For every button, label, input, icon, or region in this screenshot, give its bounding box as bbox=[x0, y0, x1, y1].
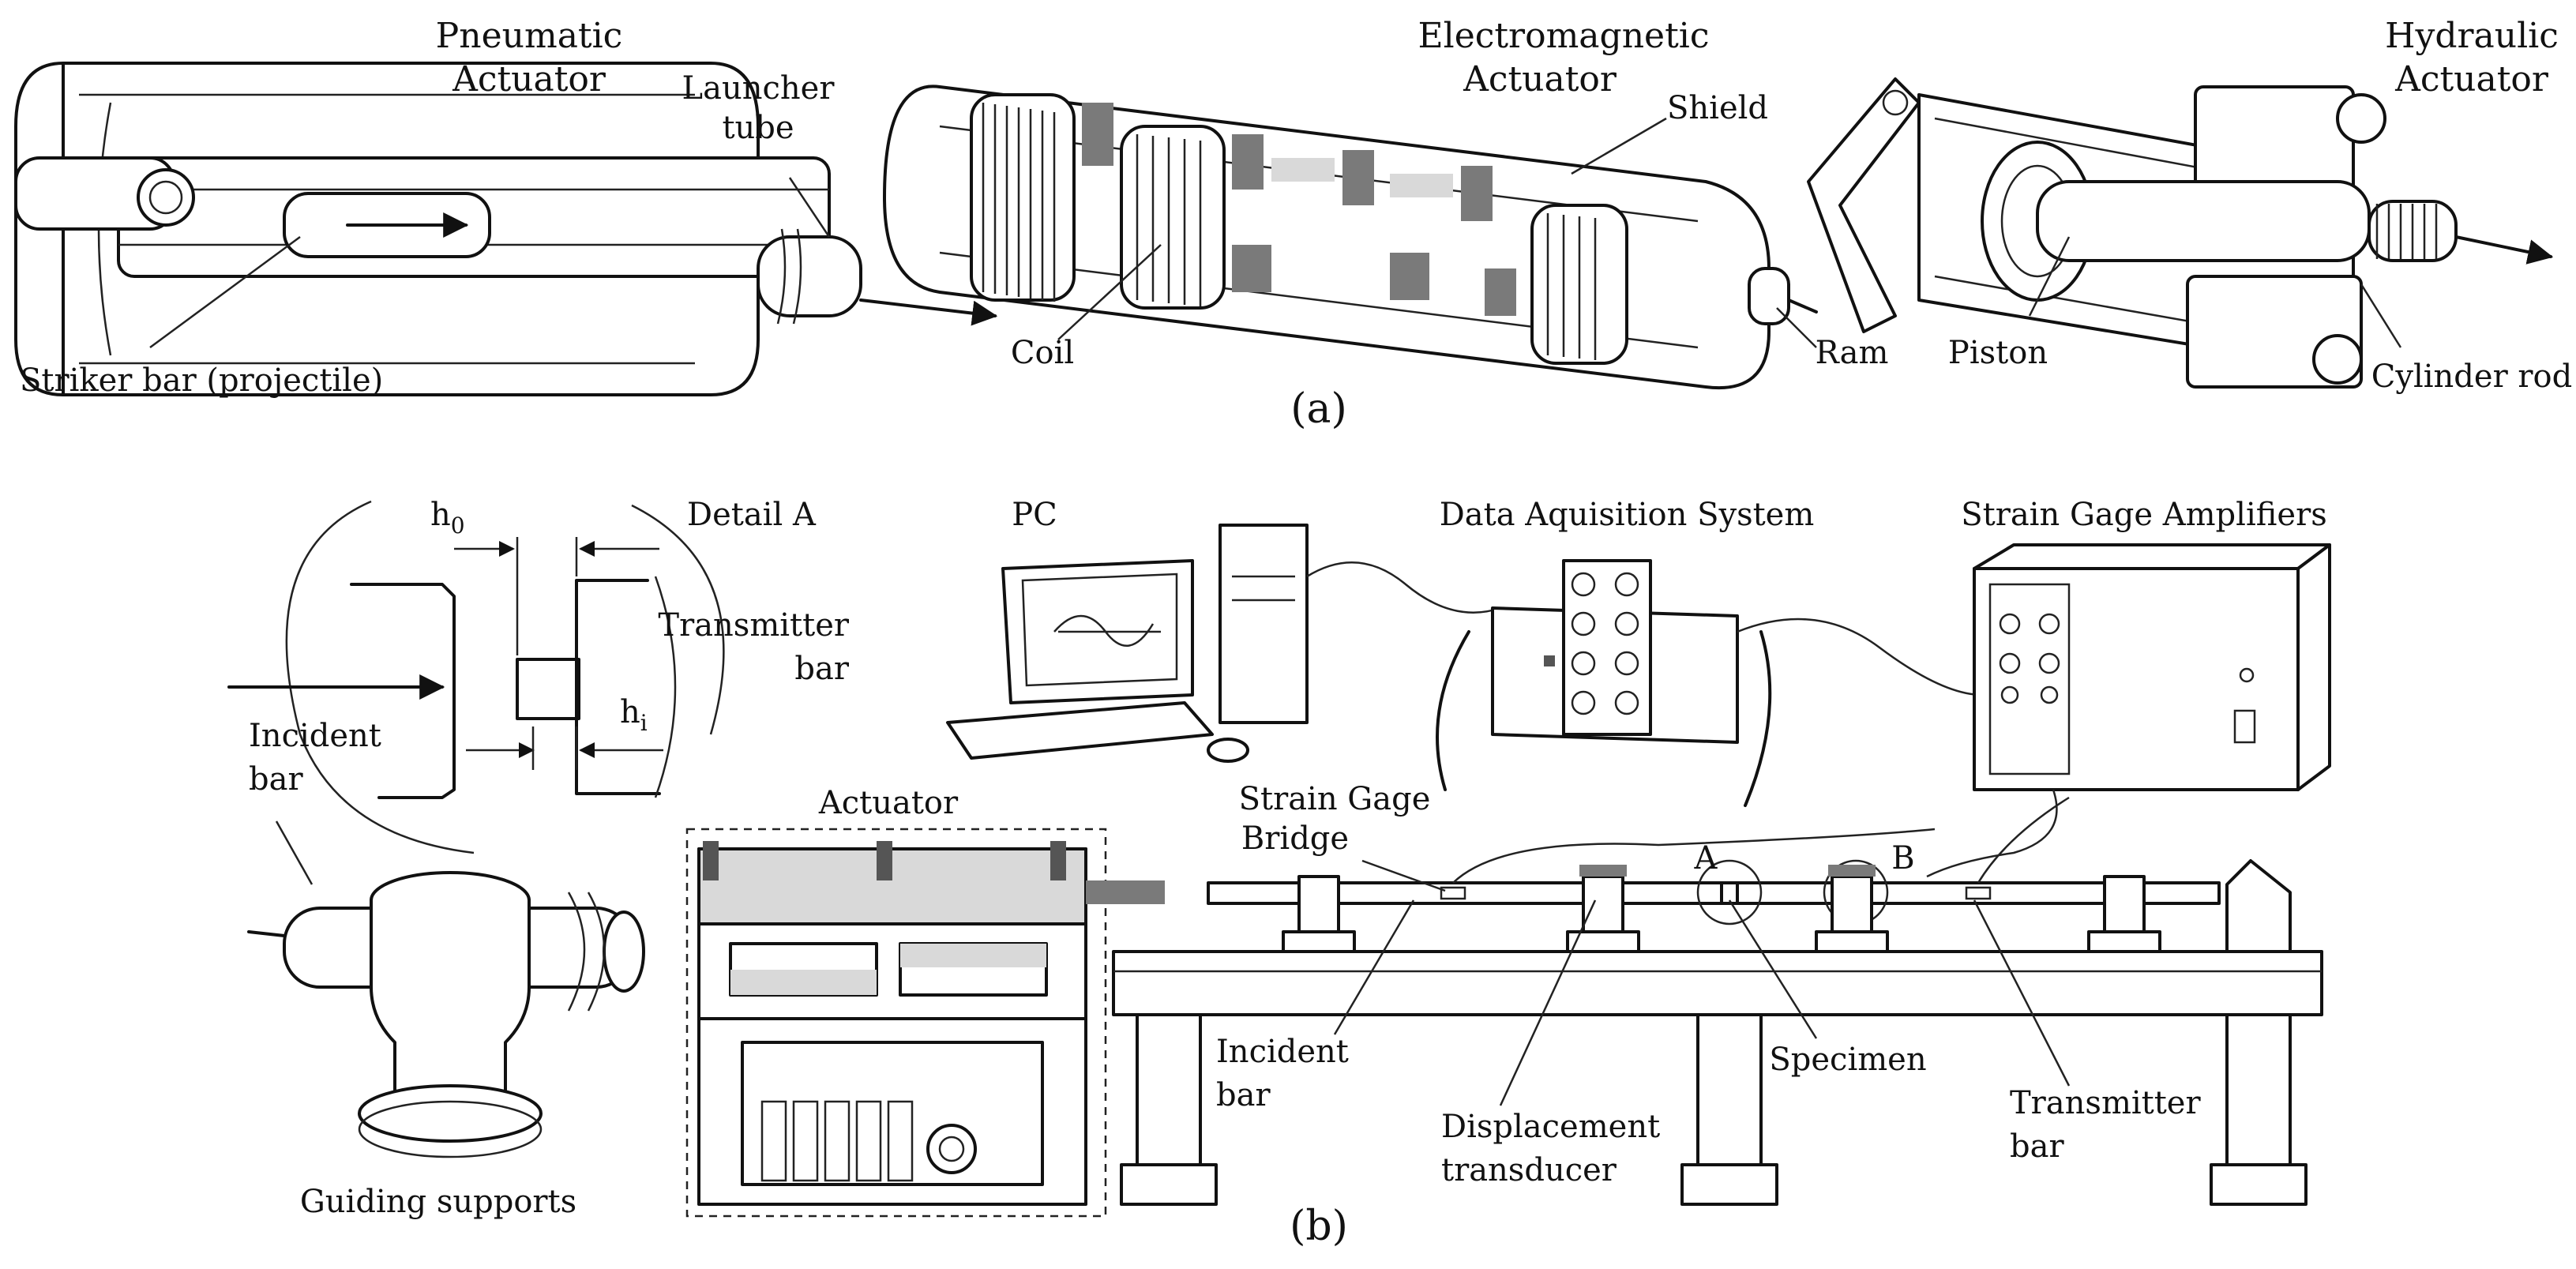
amplifiers-label: Strain Gage Amplifiers bbox=[1961, 497, 2327, 533]
hydraulic-title-line2: Actuator bbox=[2394, 59, 2549, 99]
caption-b: (b) bbox=[1290, 1203, 1348, 1250]
detail-incident-line1: Incident bbox=[249, 718, 381, 754]
strain-gage-bridge-line2: Bridge bbox=[1241, 820, 1349, 857]
cylinder-rod-label: Cylinder rod bbox=[2371, 359, 2572, 395]
pneumatic-title-line1: Pneumatic bbox=[436, 16, 623, 56]
piston-label: Piston bbox=[1948, 335, 2048, 371]
specimen-label: Specimen bbox=[1769, 1042, 1926, 1078]
electromagnetic-title-line2: Actuator bbox=[1463, 59, 1617, 99]
amplifiers-drawing bbox=[1926, 543, 2331, 878]
detail-transmitter-line1: Transmitter bbox=[658, 607, 849, 644]
pc-label: PC bbox=[1012, 497, 1057, 533]
h0-label: h0 bbox=[430, 497, 465, 539]
pc-drawing bbox=[946, 524, 1501, 763]
electromagnetic-actuator-drawing bbox=[883, 84, 1818, 390]
hydraulic-actuator-drawing bbox=[1807, 77, 2554, 389]
mark-a-label: A bbox=[1694, 840, 1718, 877]
actuator-label: Actuator bbox=[818, 785, 959, 821]
bench-incident-line1: Incident bbox=[1216, 1034, 1349, 1070]
test-bench-drawing bbox=[1112, 796, 2323, 1206]
displacement-transducer-line1: Displacement bbox=[1441, 1109, 1660, 1145]
detail-a-drawing bbox=[227, 500, 725, 854]
actuator-drawing bbox=[685, 828, 1165, 1218]
pneumatic-title-line2: Actuator bbox=[452, 59, 606, 99]
guiding-supports-label: Guiding supports bbox=[300, 1184, 576, 1220]
detail-transmitter-line2: bar bbox=[794, 651, 849, 687]
daq-drawing bbox=[1436, 559, 1983, 807]
displacement-transducer-line2: transducer bbox=[1441, 1152, 1617, 1188]
caption-a: (a) bbox=[1290, 385, 1347, 433]
hydraulic-title-line1: Hydraulic bbox=[2385, 16, 2559, 56]
guiding-support-drawing bbox=[247, 820, 645, 1158]
launcher-tube-label-line1: Launcher bbox=[682, 70, 836, 107]
mark-b-label: B bbox=[1891, 840, 1914, 877]
detail-a-title: Detail A bbox=[687, 497, 817, 533]
bench-transmitter-line2: bar bbox=[2010, 1128, 2064, 1165]
shield-label: Shield bbox=[1667, 90, 1768, 126]
launcher-tube-label-line2: tube bbox=[722, 110, 794, 146]
bench-incident-line2: bar bbox=[1216, 1077, 1271, 1113]
electromagnetic-title-line1: Electromagnetic bbox=[1418, 16, 1710, 56]
coil-label: Coil bbox=[1011, 335, 1074, 371]
strain-gage-bridge-line1: Strain Gage bbox=[1239, 781, 1431, 817]
detail-incident-line2: bar bbox=[249, 761, 303, 798]
striker-bar-label: Striker bar (projectile) bbox=[20, 362, 383, 399]
pneumatic-actuator-drawing bbox=[14, 62, 998, 396]
daq-label: Data Aquisition System bbox=[1440, 497, 1815, 533]
ram-label: Ram bbox=[1816, 335, 1889, 371]
bench-transmitter-line1: Transmitter bbox=[2010, 1085, 2201, 1121]
hi-label: hi bbox=[620, 694, 648, 736]
